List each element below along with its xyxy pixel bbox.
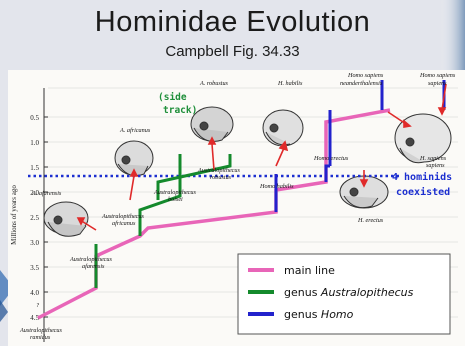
legend-item: genus Homo: [284, 308, 354, 321]
y-tick-label: 3.5: [30, 264, 39, 272]
label-a-afarensis: A. afarensis: [31, 190, 62, 197]
label-a-robustus: A. robustus: [199, 80, 229, 87]
label-sapiens-top: Homo sapiens: [419, 72, 456, 79]
label-africanus: africanus: [112, 220, 136, 227]
label-robustus: Australopithecus: [197, 167, 241, 174]
label-ramidus: Australopithecus: [19, 327, 63, 334]
slide-title: Hominidae Evolution: [0, 6, 465, 39]
label-africanus: Australopithecus: [101, 213, 145, 220]
label-h-erectus: H. erectus: [357, 217, 384, 224]
label-h-sapiens: sapiens: [426, 162, 445, 169]
label-boisei: boisei: [168, 196, 183, 203]
annotation-coexisted: 4 hominids: [392, 171, 452, 183]
y-tick-label: 3.0: [30, 239, 39, 247]
label-ramidus: ramidus: [30, 334, 51, 341]
slide-subtitle: Campbell Fig. 34.33: [0, 43, 465, 60]
label-afarensis: Australopithecus: [69, 256, 113, 263]
label-boisei: Australopithecus: [153, 189, 197, 196]
label-a-africanus: A. africanus: [119, 127, 151, 134]
label-sapiens-top: sapiens: [428, 80, 447, 87]
label-afarensis: afarensis: [82, 263, 105, 270]
annotation-side-track: track): [163, 105, 197, 116]
label-neanderthalensis: Homo sapiens: [347, 72, 384, 79]
label-homo-erectus: Homo erectus: [313, 155, 349, 162]
hominid-diagram: Millions of years ago 0.5 1.0 1.5 2.0 2.…: [8, 70, 465, 346]
y-tick-label: 1.0: [30, 139, 39, 147]
label-neanderthalensis: neanderthalensis: [340, 80, 383, 87]
y-tick-label: 1.5: [30, 164, 39, 172]
y-tick-label: 2.5: [30, 214, 39, 222]
legend: main line genus Australopithecus genus H…: [238, 254, 450, 334]
annotation-coexisted: coexisted: [396, 186, 450, 198]
label-h-sapiens: H. sapiens: [419, 155, 447, 162]
legend-item: genus Australopithecus: [284, 286, 414, 299]
label-h-habilis: H. habilis: [277, 80, 303, 87]
skull-h-habilis-illustration: [263, 110, 303, 146]
y-tick-label: 4.0: [30, 289, 39, 297]
label-homo-habilis: Homo habilis: [259, 183, 294, 190]
legend-item: main line: [284, 264, 335, 277]
label-robustus: robustus: [210, 174, 232, 181]
y-axis-label: Millions of years ago: [10, 185, 18, 245]
y-tick-label: 0.5: [30, 114, 39, 122]
annotation-side-track: (side: [158, 92, 187, 103]
